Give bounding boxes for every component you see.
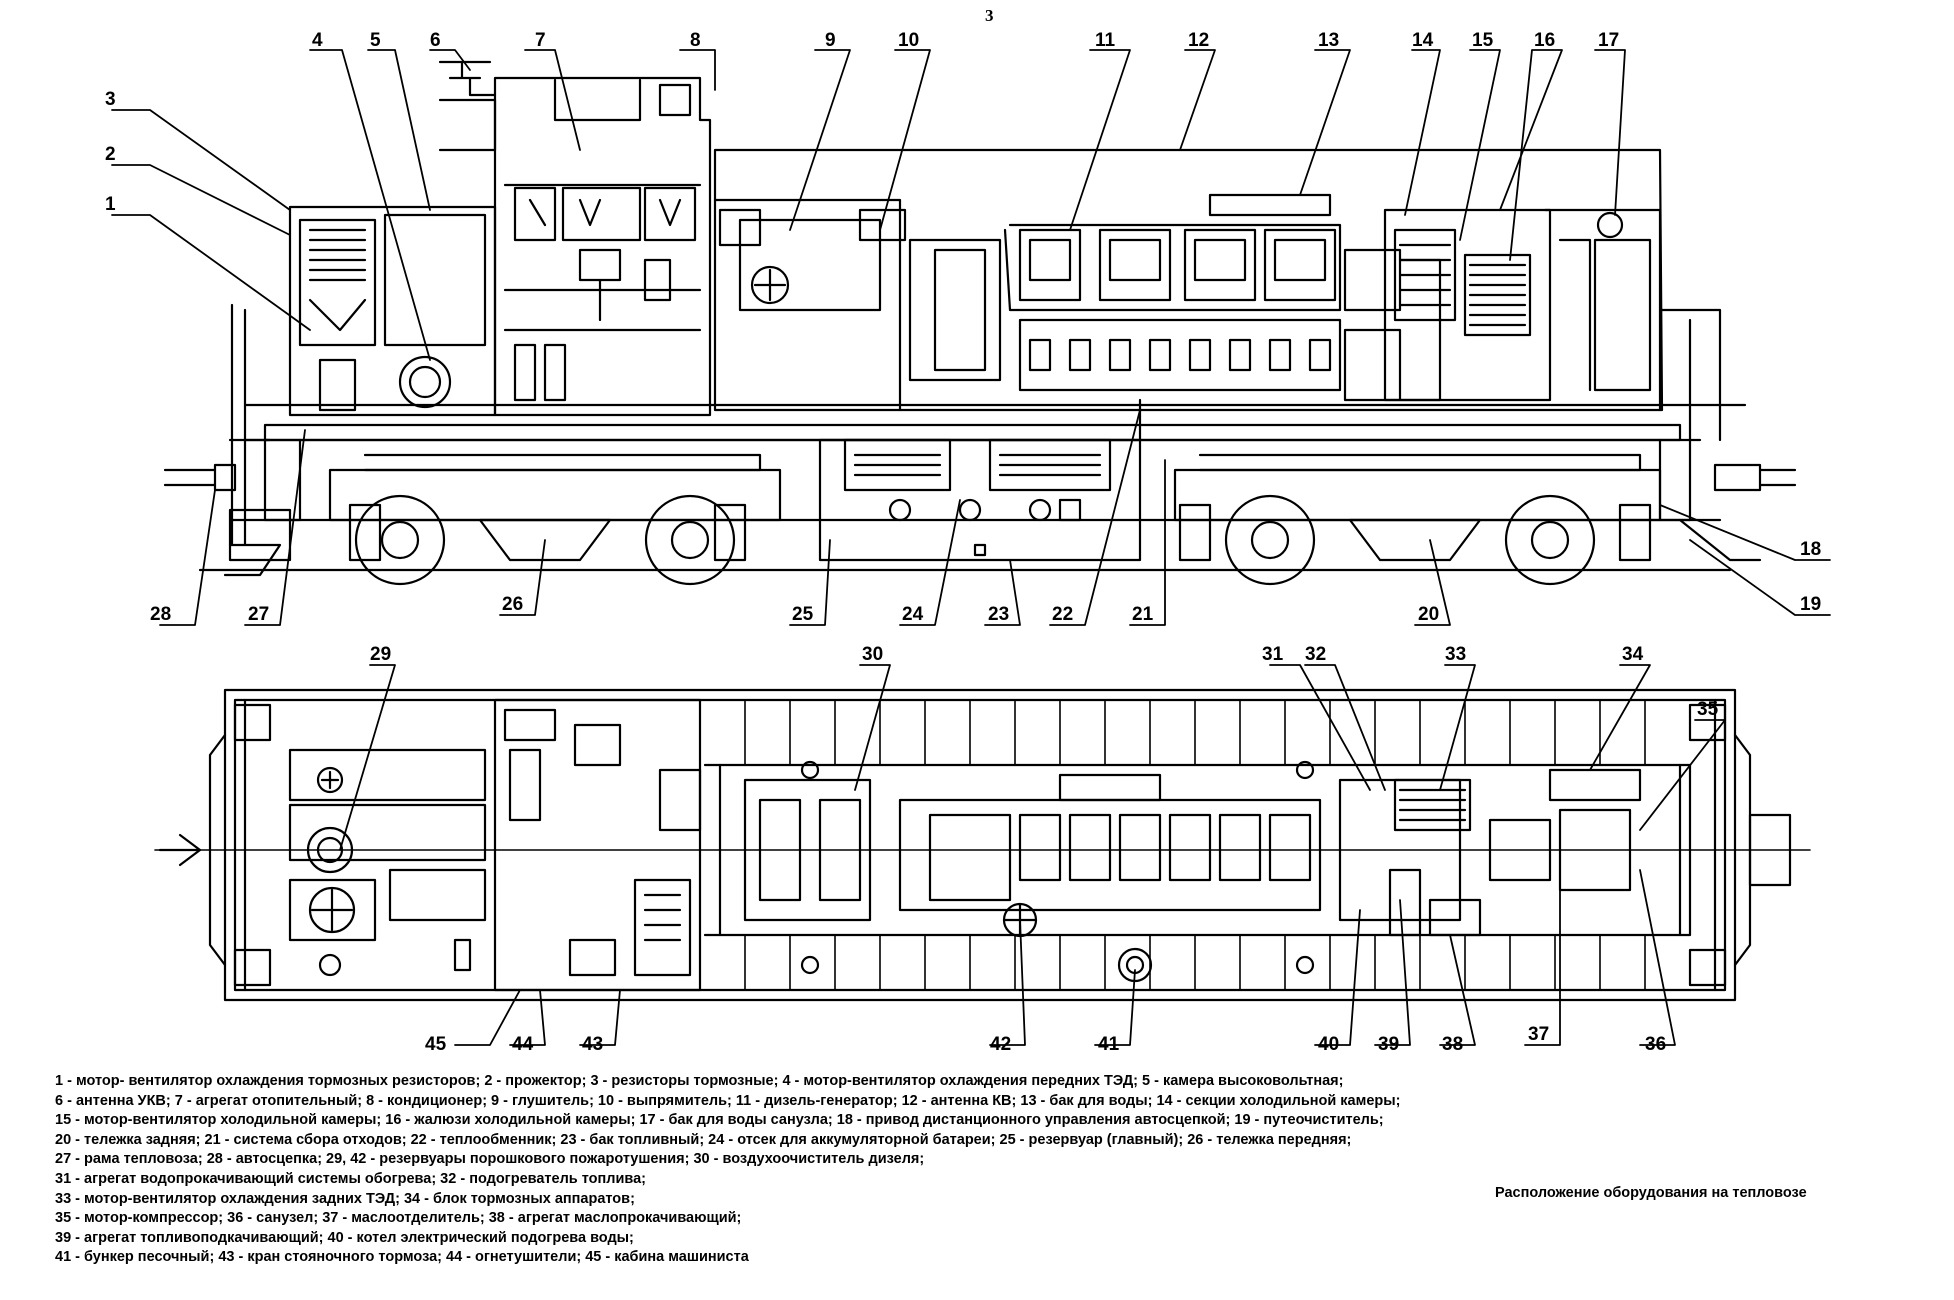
callout-24: 24 xyxy=(902,604,924,625)
fan-circle xyxy=(398,355,452,409)
cooling-chamber xyxy=(1383,208,1552,402)
callout-22: 22 xyxy=(1052,604,1073,625)
legend-line: 6 - антенна УКВ; 7 - агрегат отопительны… xyxy=(55,1092,1401,1109)
callout-38: 38 xyxy=(1442,1034,1463,1055)
callout-40: 40 xyxy=(1318,1034,1339,1055)
callout-10: 10 xyxy=(898,30,919,51)
callout-35: 35 xyxy=(1697,699,1719,720)
cab xyxy=(493,76,712,417)
cab-plan xyxy=(493,698,702,992)
legend-line: 20 - тележка задняя; 21 - система сбора … xyxy=(55,1131,1352,1148)
callout-20: 20 xyxy=(1418,604,1439,625)
callout-8: 8 xyxy=(690,30,701,51)
callout-19: 19 xyxy=(1800,594,1821,615)
legend-line: 15 - мотор-вентилятор холодильной камеры… xyxy=(55,1112,1384,1129)
callout-13: 13 xyxy=(1318,30,1339,51)
callout-7: 7 xyxy=(535,30,546,51)
plan-outline xyxy=(223,688,1737,1002)
callout-6: 6 xyxy=(430,30,441,51)
callout-36: 36 xyxy=(1645,1034,1666,1055)
callout-5: 5 xyxy=(370,30,381,51)
leader-lines xyxy=(111,49,1831,1046)
legend-line: 41 - бункер песочный; 43 - кран стояночн… xyxy=(55,1249,749,1266)
legend-line: 27 - рама тепловоза; 28 - автосцепка; 29… xyxy=(55,1151,925,1168)
callout-34: 34 xyxy=(1622,644,1644,665)
legend-line: 1 - мотор- вентилятор охлаждения тормозн… xyxy=(55,1073,1344,1089)
fuel-tank xyxy=(818,438,1142,562)
callout-33: 33 xyxy=(1445,644,1466,665)
callout-17: 17 xyxy=(1598,30,1619,51)
callout-23: 23 xyxy=(988,604,1009,625)
plan-louvers xyxy=(744,699,1646,991)
callout-32: 32 xyxy=(1305,644,1326,665)
callout-21: 21 xyxy=(1132,604,1154,625)
callout-28: 28 xyxy=(150,604,171,625)
callout-9: 9 xyxy=(825,30,836,51)
legend-line: 31 - агрегат водопрокачивающий системы о… xyxy=(55,1170,647,1187)
callouts-plan: 29 30 31 32 33 34 35 36 37 38 39 40 41 4… xyxy=(370,644,1719,1055)
callout-26: 26 xyxy=(502,594,523,615)
callout-27: 27 xyxy=(248,604,269,625)
callout-29: 29 xyxy=(370,644,391,665)
callout-42: 42 xyxy=(990,1034,1011,1055)
callout-43: 43 xyxy=(582,1034,603,1055)
callout-18: 18 xyxy=(1800,539,1821,560)
engine-plan xyxy=(898,773,1322,912)
callout-39: 39 xyxy=(1378,1034,1399,1055)
legend-line: 39 - агрегат топливоподкачивающий; 40 - … xyxy=(55,1229,634,1246)
callout-4: 4 xyxy=(312,30,323,51)
figure-caption: Расположение оборудования на тепловозе xyxy=(1495,1185,1807,1201)
callout-3: 3 xyxy=(105,89,116,110)
callouts-side: 1 2 3 4 5 6 7 8 9 10 11 12 13 14 15 16 1… xyxy=(105,30,1821,625)
callout-16: 16 xyxy=(1534,30,1555,51)
callout-41: 41 xyxy=(1098,1034,1120,1055)
legend: 1 - мотор- вентилятор охлаждения тормозн… xyxy=(55,1072,1935,1268)
rear-bogie xyxy=(1173,453,1662,586)
frame xyxy=(263,423,1682,442)
callout-2: 2 xyxy=(105,144,116,165)
callout-14: 14 xyxy=(1412,30,1434,51)
callout-45: 45 xyxy=(425,1034,447,1055)
callout-25: 25 xyxy=(792,604,814,625)
side-view xyxy=(163,60,1797,586)
front-bogie xyxy=(328,453,782,586)
callout-30: 30 xyxy=(862,644,883,665)
plan-view xyxy=(154,688,1811,1002)
callout-1: 1 xyxy=(105,194,116,215)
callout-37: 37 xyxy=(1528,1024,1549,1045)
diesel-cylinders xyxy=(1018,228,1342,392)
callout-15: 15 xyxy=(1472,30,1494,51)
callout-11: 11 xyxy=(1095,30,1116,51)
legend-line: 33 - мотор-вентилятор охлаждения задних … xyxy=(55,1190,635,1207)
long-hood-roof xyxy=(713,148,1664,412)
callout-12: 12 xyxy=(1188,30,1209,51)
page-number: 3 xyxy=(985,6,994,25)
legend-line: 35 - мотор-компрессор; 36 - санузел; 37 … xyxy=(55,1210,742,1227)
callout-31: 31 xyxy=(1262,644,1284,665)
callout-44: 44 xyxy=(512,1034,534,1055)
